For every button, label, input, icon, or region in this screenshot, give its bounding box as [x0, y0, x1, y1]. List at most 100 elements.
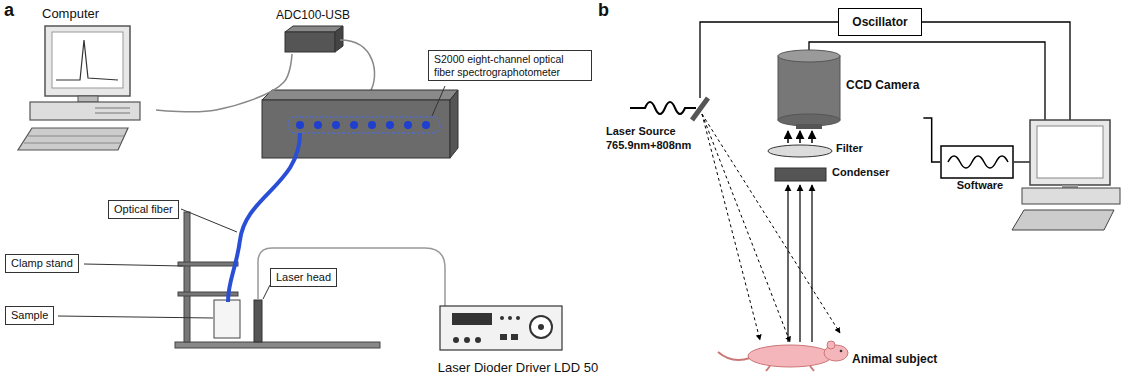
animal-illustration	[840, 350, 843, 353]
spectrometer-device	[350, 121, 358, 129]
callout-box: Clamp stand	[5, 254, 79, 273]
laser-driver-device	[440, 306, 562, 350]
leader-line	[432, 86, 445, 116]
emission-arrow	[811, 185, 812, 342]
camera-node: CCD Camera	[772, 44, 923, 128]
spectrometer-device	[386, 121, 394, 129]
leader-line	[181, 209, 237, 232]
panel-letter: a	[4, 0, 14, 21]
laser-head	[254, 300, 262, 342]
spectrometer-device	[450, 90, 458, 158]
node-text: Laser head	[276, 271, 331, 284]
animal-illustration	[827, 341, 835, 349]
excitation-light	[702, 114, 760, 340]
node-text: Optical fiber	[114, 203, 173, 216]
computer-illustration	[1012, 210, 1114, 230]
computer-illustration	[1012, 120, 1120, 230]
oscillator-box: Oscillator	[838, 8, 922, 36]
laser-driver-device	[452, 313, 492, 325]
callout-box: Sample	[5, 306, 54, 325]
clamp-stand	[175, 342, 380, 348]
emission-arrow	[799, 185, 800, 342]
laser-driver-device	[500, 334, 507, 340]
connector-wire	[923, 118, 940, 162]
computer-illustration	[30, 102, 140, 120]
computer-illustration	[24, 143, 121, 144]
computer-illustration	[1030, 120, 1110, 185]
laser-driver-device	[453, 337, 459, 343]
laser-driver-device	[511, 334, 518, 340]
computer-illustration	[1037, 126, 1103, 178]
callout-box: Optical fiber	[108, 200, 179, 219]
node-text: CCD Camera	[846, 78, 919, 92]
computer-illustration	[18, 128, 128, 150]
node-text: Computer	[42, 6, 156, 21]
node-text: ADC100-USB	[262, 8, 364, 22]
condenser-block	[775, 168, 826, 181]
spectrometer-device	[422, 121, 430, 129]
signal-wire	[1014, 161, 1030, 162]
adc-device	[285, 26, 343, 32]
computer-illustration	[56, 40, 118, 80]
laser-driver-device	[440, 306, 562, 350]
clamp-stand	[175, 212, 380, 348]
adc-node: ADC100-USB	[262, 6, 364, 54]
computer-illustration	[45, 26, 130, 96]
computer-illustration	[95, 108, 130, 109]
label-text: b	[598, 0, 609, 20]
sample-vial	[214, 300, 240, 338]
emission-arrow	[799, 131, 801, 143]
ccd-camera-body	[796, 124, 822, 129]
spectrometer-device	[368, 121, 376, 129]
excitation-light	[702, 114, 840, 333]
animal-illustration	[718, 352, 750, 360]
laser-driver-node: Laser Dioder Driver LDD 50	[420, 300, 616, 380]
spectrometer-device	[262, 100, 450, 158]
signal-wire	[809, 42, 1045, 120]
node-text: Condenser	[832, 166, 889, 178]
signal-wire	[922, 22, 1070, 120]
software-box	[948, 156, 1008, 168]
laser-driver-device	[530, 316, 552, 338]
node-text: Filter	[836, 142, 863, 154]
filter-node: Filter	[762, 141, 867, 159]
computer-illustration	[1022, 188, 1120, 204]
laser-driver-device	[538, 324, 544, 330]
animal-illustration	[766, 366, 770, 371]
laser-driver-device	[508, 316, 512, 320]
label-text: Animal subject	[852, 352, 937, 366]
ccd-camera-body	[778, 50, 840, 62]
spectrometer-device	[262, 90, 458, 158]
adc-device	[285, 32, 335, 52]
label-text: a	[4, 0, 14, 20]
leader-line	[58, 316, 213, 318]
emission-arrow	[787, 185, 788, 342]
animal-illustration	[810, 366, 814, 371]
filter-lens	[768, 145, 832, 157]
laser-driver-device	[475, 337, 481, 343]
computer-illustration	[95, 113, 130, 114]
emission-arrow	[787, 131, 789, 143]
emission-arrow	[811, 131, 813, 143]
spectrometer-device	[314, 121, 322, 129]
callout-box: Laser head	[270, 268, 337, 287]
clamp-stand	[184, 212, 190, 342]
node-text: S2000 eight-channel optical fiber spectr…	[434, 53, 586, 78]
emission-arrow	[788, 131, 812, 143]
computer-illustration	[18, 26, 140, 150]
leader-line	[263, 285, 270, 299]
computer-node: Computer	[8, 4, 156, 154]
adc-device	[285, 26, 343, 52]
panel-letter: b	[598, 0, 609, 21]
software-box	[941, 146, 1013, 178]
usb-cable	[340, 40, 375, 92]
node-text: Oscillator	[843, 15, 917, 29]
signal-wire	[700, 22, 1070, 162]
laser-driver-device	[516, 316, 520, 320]
ccd-camera-body	[778, 50, 840, 129]
software-box	[941, 146, 1013, 178]
computer-illustration	[78, 96, 98, 102]
condenser-node: Condenser	[768, 164, 893, 182]
excitation-light	[702, 114, 840, 342]
